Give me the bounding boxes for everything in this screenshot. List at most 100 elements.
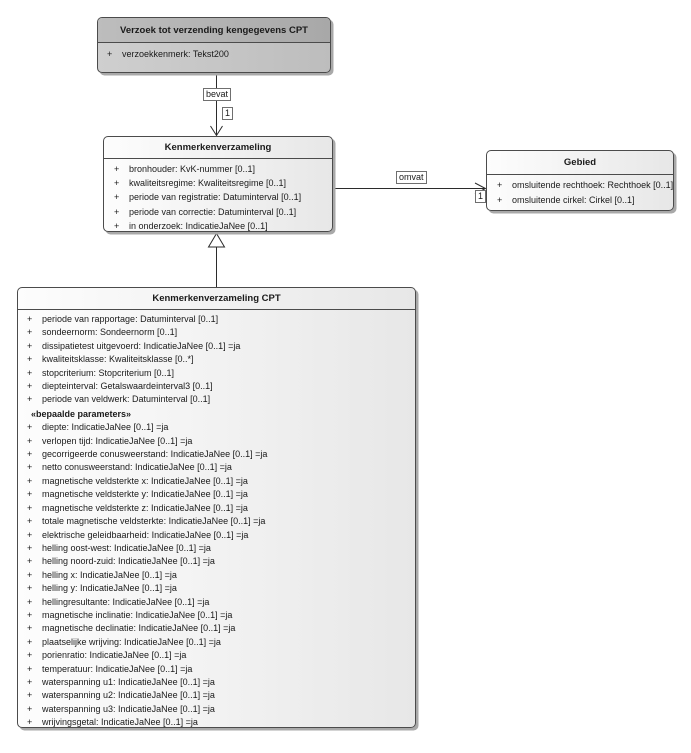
attribute-row: + omsluitende rechthoek: Rechthoek [0..1] [487, 178, 673, 193]
visibility-plus: + [27, 529, 33, 540]
attribute-row: + stopcriterium: Stopcriterium [0..1] [18, 367, 415, 380]
attribute-text: periode van rapportage: Datuminterval [0… [42, 314, 219, 324]
visibility-plus: + [497, 180, 503, 190]
attribute-row: +waterspanning u1: IndicatieJaNee [0..1]… [18, 676, 415, 689]
visibility-plus: + [107, 49, 113, 59]
attribute-row: +magnetische inclinatie: IndicatieJaNee … [18, 609, 415, 622]
visibility-plus: + [27, 569, 33, 580]
visibility-plus: + [27, 475, 33, 486]
attribute-text: verlopen tijd: IndicatieJaNee [0..1] =ja [42, 435, 193, 446]
attribute-text: kwaliteitsregime: Kwaliteitsregime [0..1… [129, 178, 287, 189]
edge-generalization[interactable] [207, 232, 226, 288]
attribute-text: kwaliteitsklasse: Kwaliteitsklasse [0..*… [42, 354, 194, 365]
multiplicity-omvat[interactable]: 1 [475, 190, 487, 203]
attribute-row: + verlopen tijd: IndicatieJaNee [0..1] =j… [18, 435, 415, 448]
visibility-plus: + [27, 367, 33, 378]
attribute-row: +temperatuur: IndicatieJaNee [0..1] =ja [18, 663, 415, 676]
attribute-text: waterspanning u2: IndicatieJaNee [0..1] … [42, 690, 215, 701]
attribute-compartment: + omsluitende rechthoek: Rechthoek [0..1]… [487, 175, 673, 207]
attribute-text: plaatselijke wrijving: IndicatieJaNee [0… [42, 636, 221, 647]
visibility-plus: + [27, 583, 33, 594]
edge-label-bevat[interactable]: bevat [203, 88, 232, 101]
attribute-row: +bronhouder: KvK-nummer [0..1] [104, 162, 332, 176]
attribute-text: periode van veldwerk: Datuminterval [0..… [42, 394, 211, 405]
visibility-plus: + [27, 703, 33, 714]
attribute-row: +helling noord-zuid: IndicatieJaNee [0..… [18, 555, 415, 568]
attribute-row: + plaatselijke wrijving: IndicatieJaNee [… [18, 636, 415, 649]
attribute-text: netto conusweerstand: IndicatieJaNee [0.… [42, 462, 232, 473]
attribute-row: +magnetische veldsterkte y: IndicatieJaN… [18, 488, 415, 501]
attribute-text: in onderzoek: IndicatieJaNee [0..1] [129, 220, 268, 231]
edge-bevat[interactable] [210, 73, 223, 137]
visibility-plus: + [27, 609, 33, 620]
attribute-row: + kwaliteitsklasse: Kwaliteitsklasse [0..… [18, 353, 415, 366]
class-title: Gebied [487, 151, 673, 175]
visibility-plus: + [27, 717, 33, 728]
class-verzoek-tot-verzending-kengegevens-cpt[interactable]: Verzoek tot verzending kengegevens CPT +… [97, 17, 331, 73]
attribute-row: +kwaliteitsregime: Kwaliteitsregime [0..… [104, 176, 332, 190]
attribute-row: +periode van correctie: Datuminterval [0… [104, 205, 332, 219]
class-kenmerkenverzameling-cpt[interactable]: Kenmerkenverzameling CPT + periode van ra… [17, 287, 416, 728]
attribute-row: +periode van veldwerk: Datuminterval [0.… [18, 393, 415, 406]
attribute-compartment: +bronhouder: KvK-nummer [0..1]+kwaliteit… [104, 159, 332, 233]
class-gebied[interactable]: Gebied + omsluitende rechthoek: Rechthoek… [486, 150, 674, 211]
class-title: Kenmerkenverzameling CPT [18, 288, 415, 310]
attribute-text: magnetische veldsterkte x: IndicatieJaNe… [42, 475, 248, 486]
attribute-row: + periode van rapportage: Datuminterval [… [18, 313, 415, 326]
visibility-plus: + [27, 354, 33, 365]
attribute-row: + netto conusweerstand: IndicatieJaNee [0… [18, 461, 415, 474]
visibility-plus: + [27, 636, 33, 647]
attribute-text: diepteinterval: Getalswaardeinterval3 [0… [42, 381, 213, 392]
visibility-plus: + [27, 650, 33, 661]
attribute-text: periode van correctie: Datuminterval [0.… [129, 206, 297, 217]
attribute-text: waterspanning u3: IndicatieJaNee [0..1] … [42, 703, 215, 714]
attribute-text: verzoekkenmerk: Tekst200 [122, 49, 229, 59]
edge-label-omvat[interactable]: omvat [396, 171, 427, 184]
attribute-text: waterspanning u1: IndicatieJaNee [0..1] … [42, 676, 215, 687]
attribute-row: +dissipatietest uitgevoerd: IndicatieJaN… [18, 340, 415, 353]
attribute-compartment: + verzoekkenmerk: Tekst200 [98, 43, 330, 61]
attribute-row: + verzoekkenmerk: Tekst200 [98, 47, 330, 61]
attribute-text: wrijvingsgetal: IndicatieJaNee [0..1] =j… [42, 717, 198, 728]
stereotype-row: «bepaalde parameters» [31, 408, 132, 419]
attribute-row: +waterspanning u2: IndicatieJaNee [0..1]… [18, 689, 415, 702]
attribute-compartment: + periode van rapportage: Datuminterval [… [18, 310, 415, 730]
attribute-text: magnetische veldsterkte z: IndicatieJaNe… [42, 502, 248, 513]
attribute-row: +hellingresultante: IndicatieJaNee [0..1… [18, 596, 415, 609]
class-kenmerkenverzameling[interactable]: Kenmerkenverzameling +bronhouder: KvK-nu… [103, 136, 333, 232]
generalization-arrowhead-icon [207, 232, 226, 248]
attribute-text: porienratio: IndicatieJaNee [0..1] =ja [42, 650, 187, 661]
visibility-plus: + [27, 381, 33, 392]
visibility-plus: + [27, 435, 33, 446]
attribute-text: omsluitende rechthoek: Rechthoek [0..1] [512, 180, 674, 190]
attribute-row: +sondeernorm: Sondeernorm [0..1] [18, 326, 415, 339]
attribute-text: totale magnetische veldsterkte: Indicati… [42, 516, 266, 527]
visibility-plus: + [27, 422, 33, 433]
attribute-text: magnetische declinatie: IndicatieJaNee [… [42, 623, 236, 634]
attribute-row: +magnetische veldsterkte z: IndicatieJaN… [18, 502, 415, 515]
attribute-row: + diepte: IndicatieJaNee [0..1] =ja [18, 421, 415, 434]
visibility-plus: + [27, 623, 33, 634]
attribute-row: +gecorrigeerde conusweerstand: Indicatie… [18, 448, 415, 461]
attribute-text: stopcriterium: Stopcriterium [0..1] [42, 367, 175, 378]
attribute-text: magnetische veldsterkte y: IndicatieJaNe… [42, 489, 248, 500]
visibility-plus: + [27, 314, 33, 324]
attribute-row: +helling x: IndicatieJaNee [0..1] =ja [18, 569, 415, 582]
visibility-plus: + [114, 192, 120, 203]
attribute-row: + waterspanning u3: IndicatieJaNee [0..1]… [18, 703, 415, 716]
attribute-row: +totale magnetische veldsterkte: Indicat… [18, 515, 415, 528]
class-title: Kenmerkenverzameling [104, 137, 332, 159]
attribute-text: hellingresultante: IndicatieJaNee [0..1]… [42, 596, 210, 607]
attribute-text: diepte: IndicatieJaNee [0..1] =ja [42, 422, 169, 433]
visibility-plus: + [27, 556, 33, 567]
multiplicity-bevat[interactable]: 1 [222, 107, 234, 120]
attribute-text: sondeernorm: Sondeernorm [0..1] [42, 327, 178, 338]
edge-omvat[interactable] [333, 182, 487, 195]
visibility-plus: + [27, 462, 33, 473]
attribute-text: helling oost-west: IndicatieJaNee [0..1]… [42, 542, 211, 553]
visibility-plus: + [114, 220, 120, 231]
attribute-row: + magnetische veldsterkte x: IndicatieJaN… [18, 475, 415, 488]
attribute-text: periode van registratie: Datuminterval [… [129, 192, 302, 203]
